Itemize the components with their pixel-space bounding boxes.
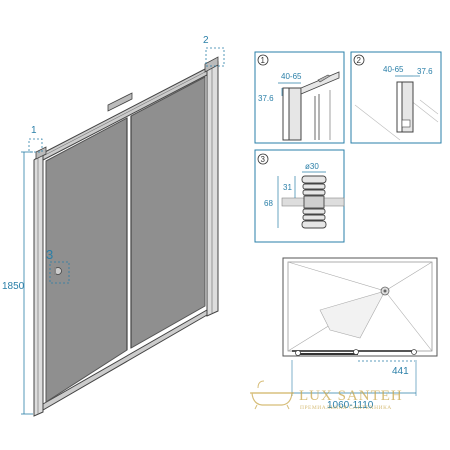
callout-1-number: 1 xyxy=(31,125,37,136)
height-label: 1850 xyxy=(2,281,25,292)
glass-panel-right xyxy=(131,77,205,348)
door-opening-label: 441 xyxy=(392,366,409,377)
detail-3-dim-diameter: ø30 xyxy=(305,162,319,171)
watermark-tagline: ПРЕМИАЛЬНАЯ САНТЕХНИКА xyxy=(300,405,392,411)
detail-2-dim-a: 40-65 xyxy=(383,65,404,74)
callout-2-number: 2 xyxy=(203,35,209,46)
knob-detail-icon xyxy=(302,176,326,228)
detail-1-number: 1 xyxy=(261,56,266,65)
detail-1-panel: 1 40-65 37.6 xyxy=(255,52,344,143)
detail-1-dim-b: 37.6 xyxy=(258,94,274,103)
detail-3-dim-top: 31 xyxy=(283,183,292,192)
lux-santeh-watermark: LUX SANTEH ПРЕМИАЛЬНАЯ САНТЕХНИКА xyxy=(250,381,403,411)
drain-icon xyxy=(381,287,389,295)
watermark-brand: LUX SANTEH xyxy=(299,388,403,404)
detail-3-dim-height: 68 xyxy=(264,199,273,208)
detail-3-panel: 3 ø30 31 68 xyxy=(255,150,344,242)
detail-2-dim-b: 37.6 xyxy=(417,67,433,76)
detail-2-panel: 2 40-65 37.6 xyxy=(351,52,441,143)
knob-callout-number: 3 xyxy=(46,247,53,262)
glass-panel-left xyxy=(46,118,127,402)
door-frame-drawing: 3 1 2 xyxy=(29,35,224,416)
height-dimension: 1850 xyxy=(2,152,33,414)
left-wall-profile xyxy=(34,153,43,416)
detail-3-number: 3 xyxy=(261,155,266,164)
detail-2-number: 2 xyxy=(357,56,362,65)
right-wall-profile xyxy=(207,62,218,316)
detail-1-dim-a: 40-65 xyxy=(281,72,302,81)
bathtub-logo-icon xyxy=(250,381,294,409)
door-knob-icon xyxy=(54,267,62,275)
